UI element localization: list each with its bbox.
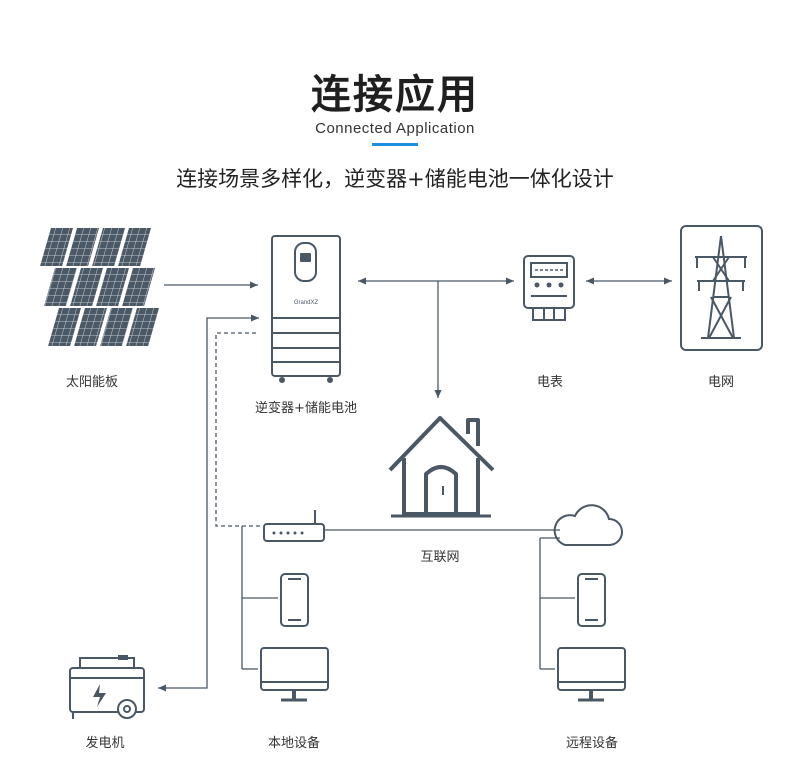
page-tagline: 连接场景多样化，逆变器+储能电池一体化设计 <box>176 167 614 191</box>
page-title: 连接应用 <box>311 72 479 118</box>
generator-icon <box>69 655 145 719</box>
generator-line <box>158 314 259 692</box>
internet-label: 互联网 <box>420 550 460 565</box>
inverter-brand-text: GrandXZ <box>294 300 319 306</box>
power-tower-icon <box>680 225 763 351</box>
remote-devices-label: 远程设备 <box>565 736 618 751</box>
local-devices-label: 本地设备 <box>267 736 320 751</box>
cloud-icon <box>553 504 623 546</box>
generator-label: 发电机 <box>85 736 125 751</box>
page-subtitle: Connected Application <box>315 120 475 137</box>
connection-lines <box>158 277 672 692</box>
grid-label: 电网 <box>707 375 734 390</box>
remote-phone-icon <box>577 573 606 627</box>
inverter-battery-icon <box>271 235 341 383</box>
router-icon <box>263 510 325 542</box>
meter-label: 电表 <box>536 375 563 390</box>
house-icon <box>388 416 495 518</box>
inverter-label: 逆变器+储能电池 <box>255 401 357 416</box>
electric-meter-icon <box>523 255 575 321</box>
title-underline <box>372 143 418 146</box>
remote-monitor-icon <box>557 647 626 702</box>
router-dashed-link <box>215 332 260 527</box>
solar-panel-icon <box>40 228 159 346</box>
local-phone-icon <box>280 573 309 627</box>
local-monitor-icon <box>260 647 329 702</box>
solar-label: 太阳能板 <box>65 375 118 390</box>
